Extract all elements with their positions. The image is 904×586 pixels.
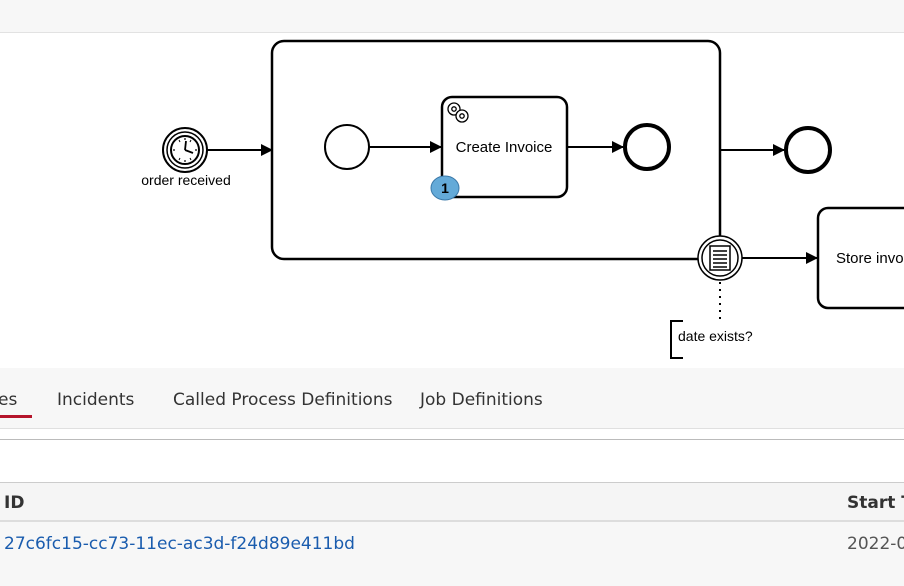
annotation-bracket xyxy=(670,320,683,359)
document-icon xyxy=(709,245,731,271)
divider xyxy=(0,439,904,440)
tab-job-definitions[interactable]: Job Definitions xyxy=(420,390,543,410)
column-header-start-time[interactable]: Start Ti xyxy=(847,493,904,513)
top-toolbar xyxy=(0,0,904,33)
badge-count: 1 xyxy=(441,180,449,196)
active-tab-indicator xyxy=(0,415,32,418)
tab-called-process-definitions[interactable]: Called Process Definitions xyxy=(173,390,393,410)
tab-instances[interactable]: es xyxy=(0,390,18,410)
table-row: 27c6fc15-cc73-11ec-ac3d-f24d89e411bd 202… xyxy=(0,522,904,586)
bpmn-diagram: order received Create Invoice 1 xyxy=(141,39,904,359)
bpmn-diagram-canvas[interactable]: order received Create Invoice 1 xyxy=(0,33,904,368)
start-event-label: order received xyxy=(141,172,231,188)
inner-end-event[interactable] xyxy=(623,123,671,171)
inner-start-event[interactable] xyxy=(324,124,370,170)
conditional-boundary-event[interactable] xyxy=(697,235,743,281)
instance-count-badge[interactable]: 1 xyxy=(430,175,460,201)
divider xyxy=(0,482,904,483)
column-header-id[interactable]: ID xyxy=(4,493,25,513)
clock-icon xyxy=(170,135,200,165)
instance-id-link[interactable]: 27c6fc15-cc73-11ec-ac3d-f24d89e411bd xyxy=(4,534,355,554)
table-header: ID Start Ti xyxy=(0,483,904,522)
tab-bar: es Incidents Called Process Definitions … xyxy=(0,368,904,429)
create-invoice-label: Create Invoice xyxy=(456,139,553,156)
store-invoice-task[interactable] xyxy=(816,206,904,310)
timer-start-event[interactable] xyxy=(162,127,208,173)
annotation-text: date exists? xyxy=(678,328,753,344)
service-task-gear-icon xyxy=(447,102,469,123)
end-event[interactable] xyxy=(784,126,832,174)
tab-incidents[interactable]: Incidents xyxy=(57,390,135,410)
store-invoice-label: Store invo xyxy=(836,250,904,267)
start-time-cell: 2022-0 xyxy=(847,534,904,554)
